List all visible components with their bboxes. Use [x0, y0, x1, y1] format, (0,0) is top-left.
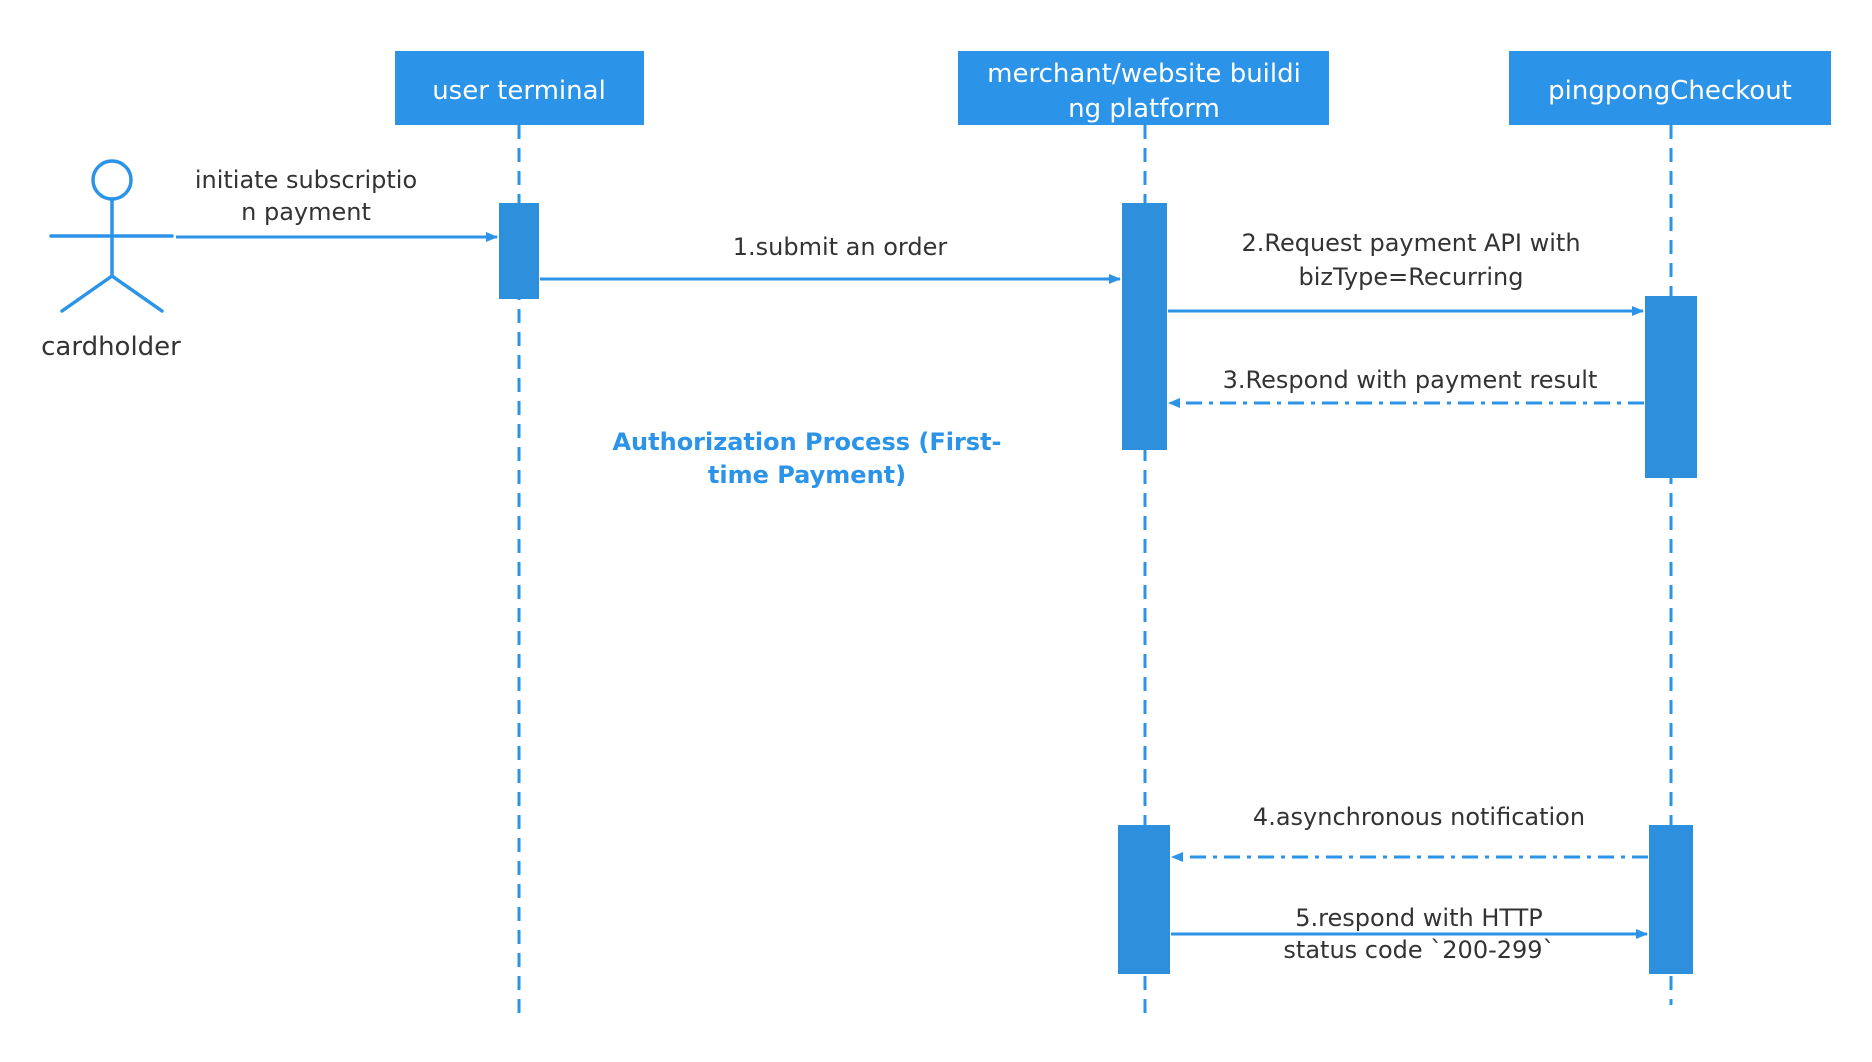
- participant-label-line-2: ng platform: [1068, 94, 1220, 124]
- note-line-1: Authorization Process (First-: [612, 428, 1001, 456]
- note-line-2: time Payment): [708, 461, 906, 489]
- message-initiate: initiate subscriptio n payment: [176, 166, 498, 242]
- participant-pingpong: pingpongCheckout: [1509, 51, 1831, 125]
- message-label: 4.asynchronous notification: [1253, 803, 1585, 831]
- message-label-line-2: status code `200-299`: [1283, 936, 1554, 964]
- message-label-line-1: initiate subscriptio: [195, 166, 417, 194]
- message-label-line-1: 2.Request payment API with: [1241, 229, 1580, 257]
- participant-label: pingpongCheckout: [1548, 76, 1792, 106]
- stick-figure-icon: [49, 159, 174, 313]
- message-label-line-1: 5.respond with HTTP: [1295, 904, 1542, 932]
- message-label: 1.submit an order: [733, 233, 948, 261]
- message-label-line-2: n payment: [241, 198, 371, 226]
- message-submit-order: 1.submit an order: [540, 233, 1121, 284]
- message-async-notification: 4.asynchronous notification: [1171, 803, 1648, 862]
- message-respond-http: 5.respond with HTTP status code `200-299…: [1171, 904, 1648, 964]
- participant-label: user terminal: [432, 76, 606, 106]
- activation-user-terminal: [499, 203, 539, 299]
- participant-user-terminal: user terminal: [395, 51, 644, 125]
- message-respond-payment-result: 3.Respond with payment result: [1168, 366, 1644, 408]
- activation-merchant-2: [1118, 825, 1170, 974]
- actor-label: cardholder: [41, 332, 181, 362]
- process-note: Authorization Process (First- time Payme…: [612, 428, 1001, 489]
- message-request-payment: 2.Request payment API with bizType=Recur…: [1168, 229, 1644, 316]
- message-label-line-2: bizType=Recurring: [1299, 263, 1524, 291]
- message-label: 3.Respond with payment result: [1223, 366, 1598, 394]
- participant-merchant: merchant/website buildi ng platform: [958, 51, 1329, 125]
- actor-cardholder: cardholder: [41, 159, 181, 362]
- activation-merchant-1: [1122, 203, 1167, 450]
- activation-pingpong-1: [1645, 296, 1697, 478]
- activation-pingpong-2: [1649, 825, 1693, 974]
- participant-label-line-1: merchant/website buildi: [987, 59, 1301, 89]
